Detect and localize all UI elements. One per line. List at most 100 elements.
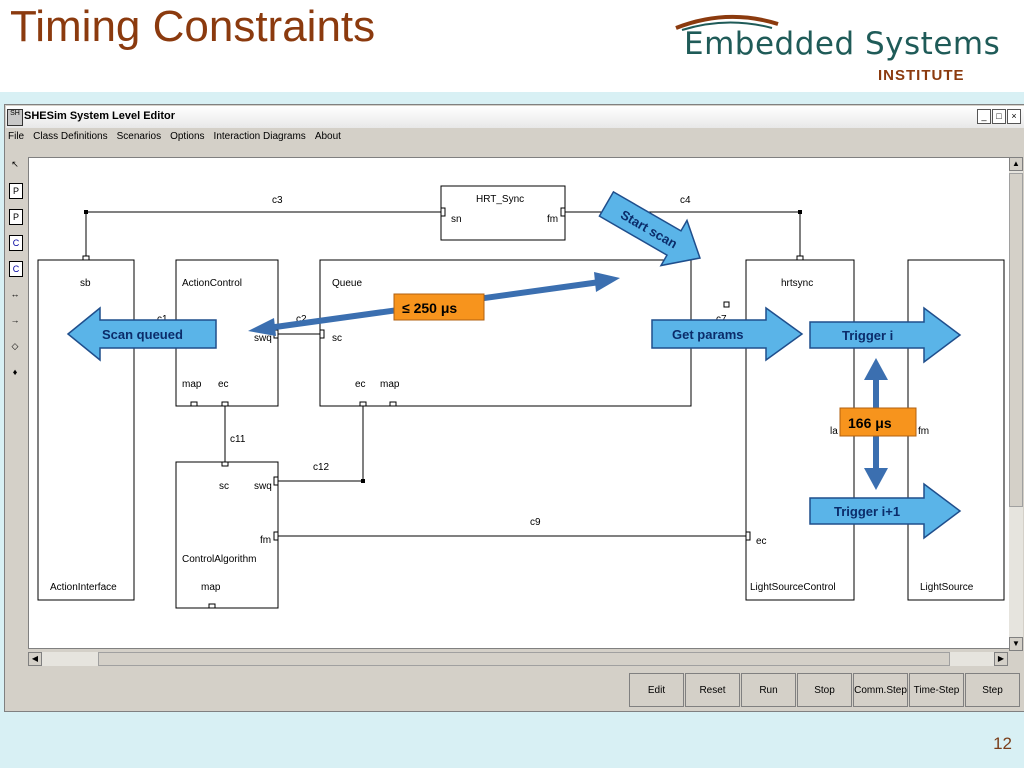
port-map-ca[interactable] <box>208 603 216 609</box>
vertical-scrollbar[interactable]: ▲ ▼ <box>1009 157 1023 651</box>
scroll-down-icon[interactable]: ▼ <box>1009 637 1023 651</box>
object-action-interface[interactable] <box>37 259 135 601</box>
pin-icon[interactable]: ♦ <box>12 367 18 377</box>
trigger-i-label: Trigger i <box>842 328 893 343</box>
menu-file[interactable]: File <box>8 131 25 142</box>
trigger-i1-label: Trigger i+1 <box>834 504 900 519</box>
label-ec-queue: ec <box>355 379 366 390</box>
port-sc-queue[interactable] <box>319 329 325 339</box>
line-icon[interactable]: → <box>10 315 20 325</box>
horizontal-scroll-thumb[interactable] <box>98 652 950 666</box>
scan-queued-callout: Scan queued <box>66 306 217 362</box>
label-sc-ca: sc <box>219 481 229 492</box>
scroll-left-icon[interactable]: ◀ <box>28 652 42 666</box>
label-ec-ac: ec <box>218 379 229 390</box>
p-double-icon[interactable]: P <box>9 209 23 225</box>
logo-main-text: Embedded Systems <box>684 26 1001 62</box>
channel-label-c9: c9 <box>530 517 541 528</box>
page-number: 12 <box>993 734 1012 753</box>
timing-166-constraint: 166 μs <box>839 358 917 490</box>
run-button[interactable]: Run <box>741 673 796 707</box>
object-light-source-control[interactable] <box>745 259 855 601</box>
label-sc-queue: sc <box>332 333 342 344</box>
edit-button[interactable]: Edit <box>629 673 684 707</box>
label-swq-ac: swq <box>254 333 272 344</box>
label-map-queue: map <box>380 379 400 390</box>
port-sc-ca[interactable] <box>221 461 229 467</box>
trigger-i-callout: Trigger i <box>809 306 962 364</box>
port-fm-ca[interactable] <box>273 531 279 541</box>
channel-c3-line[interactable] <box>85 211 441 256</box>
eraser-icon[interactable]: ◇ <box>11 341 19 351</box>
label-ec-lsc: ec <box>756 536 767 547</box>
label-hrt-sync: HRT_Sync <box>476 194 524 205</box>
port-map-ac[interactable] <box>190 401 198 407</box>
connector-icon[interactable]: ↔ <box>10 289 20 299</box>
port-sn[interactable] <box>440 207 446 217</box>
port-ec-ac[interactable] <box>221 401 229 407</box>
object-control-algorithm[interactable] <box>175 461 279 609</box>
menu-interaction-diagrams[interactable]: Interaction Diagrams <box>213 131 306 142</box>
timing-166-badge <box>839 407 917 437</box>
close-button[interactable]: × <box>1007 109 1021 124</box>
port-ec-queue[interactable] <box>359 401 367 407</box>
c-icon[interactable]: C <box>9 235 23 251</box>
timing-250-label: ≤ 250 μs <box>402 300 457 316</box>
c-double-icon[interactable]: C <box>9 261 23 277</box>
label-map-ac: map <box>182 379 202 390</box>
label-queue: Queue <box>332 278 362 289</box>
scroll-up-icon[interactable]: ▲ <box>1009 157 1023 171</box>
minimize-button[interactable]: _ <box>977 109 991 124</box>
app-icon[interactable]: SH <box>7 109 23 126</box>
slide-title: Timing Constraints <box>10 2 376 51</box>
port-map-queue[interactable] <box>389 401 397 407</box>
object-hrt-sync[interactable] <box>440 185 566 241</box>
vertical-scroll-thumb[interactable] <box>1009 173 1023 507</box>
menu-options[interactable]: Options <box>170 131 205 142</box>
logo-arc-icon <box>675 14 779 31</box>
label-hrtsync: hrtsync <box>781 278 813 289</box>
select-arrow-icon[interactable]: ↖ <box>11 159 19 169</box>
port-swq-ca[interactable] <box>273 476 279 486</box>
port-c7[interactable] <box>723 301 730 308</box>
menu-scenarios[interactable]: Scenarios <box>116 131 162 142</box>
comm-step-button[interactable]: Comm.Step <box>853 673 908 707</box>
label-swq-ca: swq <box>254 481 272 492</box>
junction-c3 <box>84 210 88 214</box>
port-sb[interactable] <box>82 255 90 261</box>
title-bar[interactable]: SH SHESim System Level Editor _ □ × <box>6 106 1024 128</box>
timing-166-arrow-head-up-icon <box>864 358 888 380</box>
label-fm-ls: fm <box>918 426 929 437</box>
label-fm-ca: fm <box>260 535 271 546</box>
label-light-source: LightSource <box>920 582 974 593</box>
timing-250-constraint: ≤ 250 μs <box>248 272 620 336</box>
menu-class-definitions[interactable]: Class Definitions <box>33 131 108 142</box>
horizontal-scrollbar[interactable]: ◀ ▶ <box>28 652 1008 666</box>
object-queue[interactable] <box>319 259 692 407</box>
port-hrtsync[interactable] <box>796 255 804 261</box>
start-scan-arrow-icon <box>598 190 701 267</box>
scan-queued-arrow-icon <box>66 306 217 362</box>
port-ec-lsc[interactable] <box>745 531 751 541</box>
channel-label-c11: c11 <box>230 434 246 445</box>
menu-about[interactable]: About <box>314 131 341 142</box>
label-control-algorithm: ControlAlgorithm <box>182 554 256 565</box>
label-la: la <box>830 426 838 437</box>
port-fm-hrt[interactable] <box>560 207 566 217</box>
reset-button[interactable]: Reset <box>685 673 740 707</box>
channel-label-c4: c4 <box>680 195 691 206</box>
time-step-button[interactable]: Time-Step <box>909 673 964 707</box>
step-button[interactable]: Step <box>965 673 1020 707</box>
channel-label-c3: c3 <box>272 195 283 206</box>
stop-button[interactable]: Stop <box>797 673 852 707</box>
label-sn: sn <box>451 214 462 225</box>
timing-250-arrow-head-left-icon <box>248 318 276 336</box>
junction-c4 <box>798 210 802 214</box>
timing-250-arrow-head-right-icon <box>594 272 620 292</box>
maximize-button[interactable]: □ <box>992 109 1006 124</box>
trigger-i-arrow-icon <box>809 306 962 364</box>
get-params-arrow-icon <box>651 306 804 362</box>
p-icon[interactable]: P <box>9 183 23 199</box>
scroll-right-icon[interactable]: ▶ <box>994 652 1008 666</box>
